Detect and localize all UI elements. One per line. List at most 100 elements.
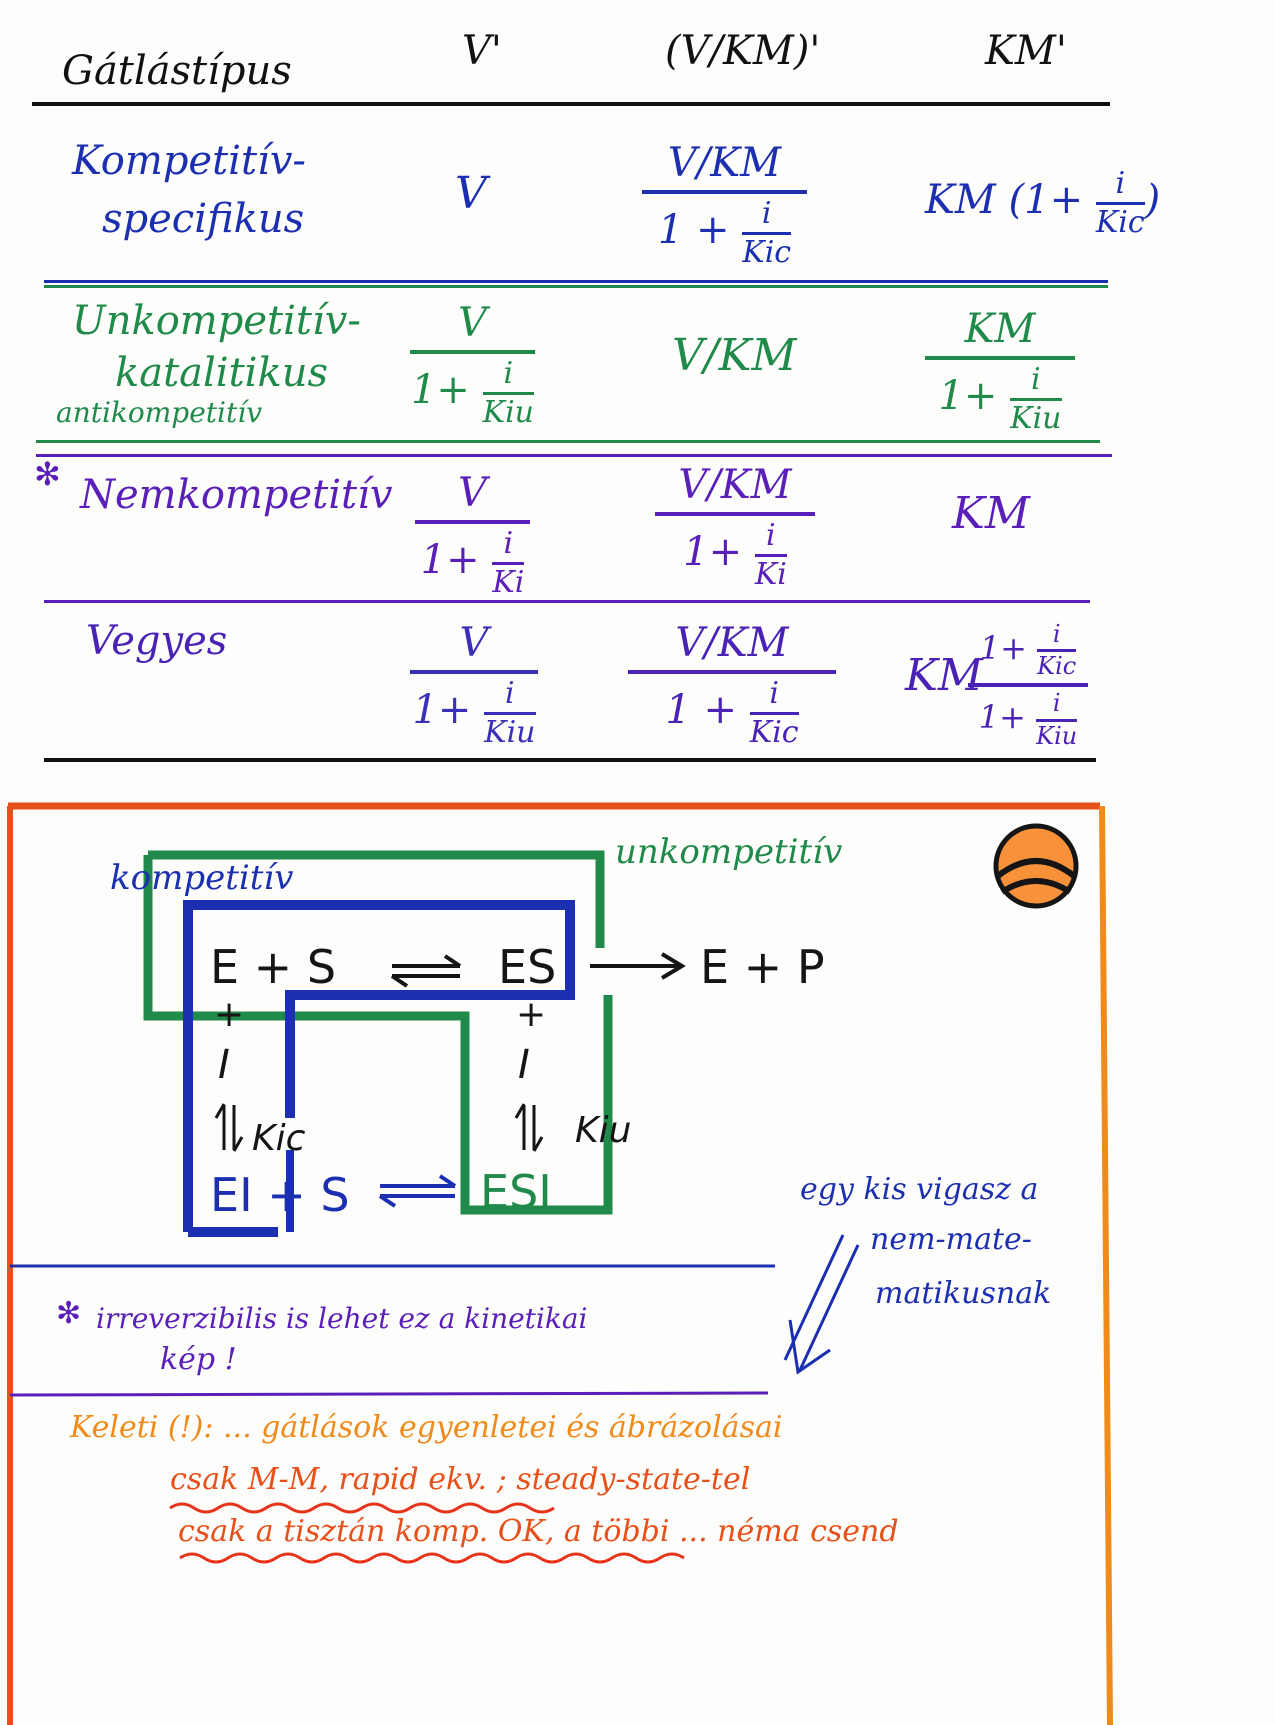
kiu-equilibrium-arrow — [514, 1103, 544, 1152]
row4-vkm-den-i: i — [769, 676, 779, 711]
kic-label: Kic — [252, 1118, 306, 1159]
row4-km-den-prefix: 1+ — [978, 698, 1026, 737]
label-competitive: kompetitív — [110, 858, 294, 898]
row2-name-line3: antikompetitív — [56, 396, 263, 429]
header-type: Gátlástípus — [62, 48, 292, 94]
header-rule — [32, 102, 1110, 106]
ei-esi-arrow-bottom — [378, 1194, 455, 1208]
row2-v-den-i: i — [503, 356, 514, 391]
kiu-label: Kiu — [575, 1110, 632, 1151]
kic-equilibrium-arrow — [214, 1103, 244, 1152]
row1-km-k: Kic — [1095, 204, 1145, 240]
esi-complex: ESI — [480, 1165, 552, 1219]
row1-km-suffix: ) — [1144, 177, 1161, 223]
row4-vkm-den-k: Kic — [749, 714, 799, 750]
separator-2 — [9, 1391, 769, 1397]
frame-right — [1099, 805, 1113, 1725]
side-note-arrow — [788, 1244, 860, 1375]
irreversible-line2: kép ! — [160, 1342, 237, 1377]
note-asterisk-icon: ✻ — [56, 1296, 82, 1331]
row2-name-line1: Unkompetitív- — [72, 298, 361, 344]
row1-vkm-den-k: Kic — [742, 234, 792, 270]
green-loop-path — [143, 855, 613, 1215]
row4-v-den-k: Kiu — [484, 714, 536, 750]
side-note-line1: egy kis vigasz a — [800, 1172, 1039, 1207]
es-complex: ES — [498, 940, 557, 994]
row1-rule-blue — [44, 280, 1108, 283]
row4-vkm-num: V/KM — [675, 620, 789, 666]
inhibitor-left: I — [218, 1042, 230, 1088]
ei-esi-arrow-top — [380, 1174, 457, 1188]
row1-name-line2: specifikus — [102, 196, 305, 242]
plus-left: + — [214, 994, 245, 1035]
row2-km-num: KM — [964, 306, 1036, 352]
keleti-line2: csak M-M, rapid ekv. ; steady-state-tel — [170, 1462, 751, 1497]
row1-km-i: i — [1115, 166, 1126, 201]
row1-v: V — [455, 168, 487, 219]
row3-name: Nemkompetitív — [80, 472, 393, 518]
row2-vkm: V/KM — [672, 330, 797, 381]
header-v-prime: V' — [462, 28, 502, 74]
row4-v-den-i: i — [505, 676, 515, 711]
row2-v-den-k: Kiu — [482, 394, 534, 430]
side-note-line2: nem-mate- — [870, 1222, 1032, 1257]
row3-rule — [44, 600, 1090, 603]
row1-km-prefix: KM (1+ — [925, 177, 1084, 223]
row4-name: Vegyes — [86, 618, 228, 664]
row4-vkm-den-prefix: 1 + — [665, 687, 738, 733]
irreversible-line1: irreverzibilis is lehet ez a kinetikai — [96, 1302, 588, 1335]
row2-rule-purple — [36, 454, 1112, 457]
row4-km-num-k: Kic — [1037, 652, 1077, 681]
e-plus-s: E + S — [210, 940, 337, 994]
logo-wave-1 — [996, 858, 1076, 879]
header-km-prime: KM' — [985, 28, 1067, 74]
row1-rule-green — [44, 285, 1108, 288]
inhibitor-right: I — [518, 1042, 530, 1088]
ei-plus-s: EI + S — [210, 1168, 350, 1222]
equilibrium-arrow-top — [392, 954, 462, 968]
row1-vkm-den-i: i — [761, 196, 772, 231]
side-note-line3: matikusnak — [875, 1276, 1052, 1311]
row1-vkm-den-prefix: 1 + — [657, 207, 730, 253]
e-plus-p: E + P — [700, 940, 825, 994]
side-note-arrow-2 — [783, 1234, 845, 1361]
row4-km-num-i: i — [1052, 620, 1061, 648]
row3-v-den-i: i — [503, 526, 514, 561]
row4-km-num-prefix: 1+ — [979, 629, 1027, 668]
row4-v-num: V — [459, 620, 489, 666]
row2-km-den-prefix: 1+ — [938, 373, 998, 419]
row2-v-den-prefix: 1+ — [410, 367, 470, 413]
row4-v-den-prefix: 1+ — [412, 687, 472, 733]
row1-name-line1: Kompetitív- — [72, 138, 306, 184]
keleti-line1: Keleti (!): ... gátlások egyenletei és á… — [70, 1410, 783, 1445]
row2-name-line2: katalitikus — [115, 350, 328, 396]
row3-vkm-den-prefix: 1+ — [683, 529, 743, 575]
row4-km-den-i: i — [1052, 689, 1061, 718]
table-bottom-rule — [44, 758, 1096, 762]
header-vkm-prime: (V/KM)' — [665, 28, 821, 74]
row3-v-den-prefix: 1+ — [420, 537, 480, 583]
product-arrow — [590, 952, 686, 980]
row3-v-den-k: Ki — [492, 564, 525, 600]
row2-km-den-i: i — [1031, 362, 1041, 397]
wavy-underline-2 — [179, 1552, 685, 1564]
row4-km-den-k: Kiu — [1036, 721, 1078, 750]
row2-km-den-k: Kiu — [1010, 400, 1062, 436]
label-uncompetitive: unkompetitív — [615, 832, 843, 872]
row3-vkm-den-i: i — [766, 518, 776, 553]
row2-rule-green — [36, 440, 1100, 443]
row1-vkm-num: V/KM — [667, 140, 782, 186]
keleti-line3: csak a tisztán komp. OK, a többi ... ném… — [178, 1514, 899, 1549]
green-top-path — [148, 850, 605, 948]
logo-wave-2 — [1000, 878, 1072, 895]
row3-vkm-num: V/KM — [678, 462, 792, 508]
